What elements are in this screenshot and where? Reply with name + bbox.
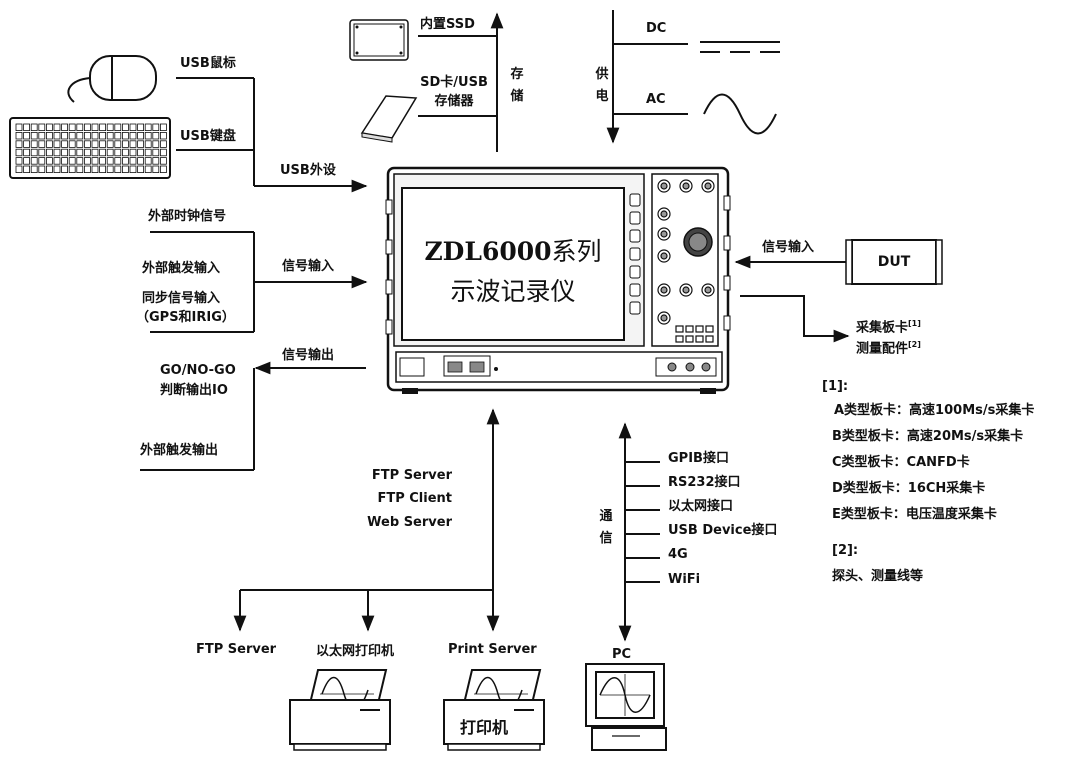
usb-keyboard-label: USB键盘 (180, 129, 236, 144)
zdl6000-device (385, 166, 731, 394)
keyboard-icon (9, 117, 171, 179)
printer-label: 打印机 (460, 718, 509, 737)
device-title: ZDL6000系列 (424, 237, 602, 266)
target-ftp-server: FTP Server (196, 642, 277, 657)
signal-in-group-label: 信号输入 (282, 259, 335, 274)
print-server-printer-icon (443, 669, 545, 751)
comm-4g: 4G (668, 547, 688, 562)
dc-label: DC (646, 21, 667, 36)
note-ref2: [2]: (832, 543, 859, 558)
comm-gpib: GPIB接口 (668, 451, 729, 466)
service-web-server: Web Server (367, 515, 452, 530)
note-card-d: D类型板卡：16CH采集卡 (832, 481, 986, 496)
note-ref1: [1]: (822, 379, 849, 394)
sd-label-line1: SD卡/USB (420, 75, 488, 90)
signal-out-group-label: 信号输出 (282, 348, 335, 363)
ext-trigger-out-label: 外部触发输出 (140, 443, 219, 458)
comm-wifi: WiFi (668, 572, 701, 587)
usb-mouse-label: USB鼠标 (180, 56, 236, 71)
sd-card-icon (360, 95, 418, 143)
ext-trigger-in-label: 外部触发输入 (142, 261, 221, 276)
device-screen (401, 187, 625, 341)
note-card-a: A类型板卡：高速100Ms/s采集卡 (834, 403, 1035, 418)
note-accessories: 探头、测量线等 (832, 569, 924, 584)
comm-ethernet: 以太网接口 (668, 499, 734, 514)
ac-wave-icon (703, 93, 777, 135)
target-ethernet-printer: 以太网打印机 (316, 644, 395, 659)
note-card-b: B类型板卡：高速20Ms/s采集卡 (832, 429, 1024, 444)
comm-rs232: RS232接口 (668, 475, 741, 490)
acq-card-label: 采集板卡[1] (856, 319, 921, 336)
judge-io-label: 判断输出IO (160, 383, 228, 398)
go-nogo-label: GO/NO-GO (160, 363, 236, 378)
pc-icon (585, 663, 667, 751)
ac-label: AC (646, 92, 666, 107)
ssd-label: 内置SSD (420, 17, 475, 32)
power-group-label: 供电 (595, 67, 609, 104)
dc-symbol-icon (700, 41, 780, 53)
service-ftp-client: FTP Client (377, 491, 452, 506)
sync-in-label: 同步信号输入 (142, 291, 221, 306)
ext-clock-label: 外部时钟信号 (148, 209, 227, 224)
mouse-icon (67, 55, 157, 103)
note-card-c: C类型板卡：CANFD卡 (832, 455, 970, 470)
storage-group-label: 存储 (510, 67, 524, 104)
note-card-e: E类型板卡：电压温度采集卡 (832, 507, 997, 522)
device-subtitle: 示波记录仪 (450, 277, 576, 306)
target-print-server: Print Server (448, 642, 537, 657)
acq-accessory-label: 测量配件[2] (856, 340, 921, 357)
dut-box (845, 239, 943, 285)
sd-label-line2: 存储器 (434, 94, 474, 109)
comm-usb-device: USB Device接口 (668, 523, 778, 538)
comm-group-label: 通信 (599, 509, 613, 546)
ethernet-printer-icon (289, 669, 391, 751)
gps-irig-label: （GPS和IRIG） (136, 310, 235, 325)
usb-group-label: USB外设 (280, 163, 336, 178)
dut-arrow-label: 信号输入 (762, 240, 815, 255)
ssd-icon (349, 19, 409, 61)
pc-label: PC (612, 647, 632, 662)
service-ftp-server: FTP Server (371, 468, 452, 483)
dut-label: DUT (877, 254, 911, 270)
